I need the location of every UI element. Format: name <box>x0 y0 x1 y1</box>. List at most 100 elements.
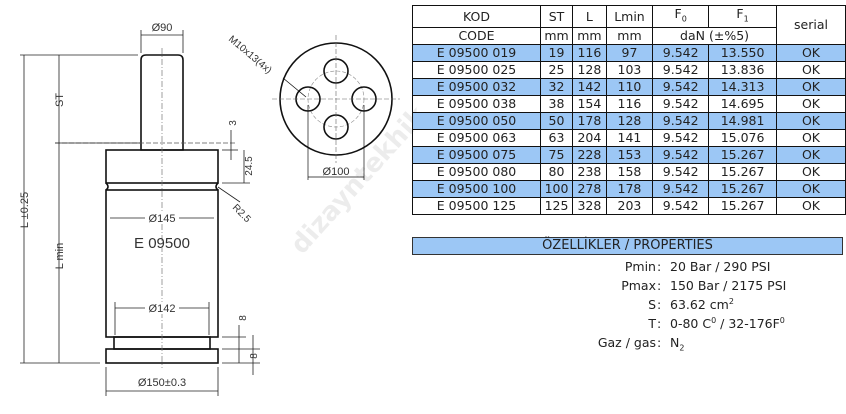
cell-st: 125 <box>540 196 573 215</box>
dim-length-min: L min <box>54 243 66 270</box>
cell-f0: 9.542 <box>652 94 710 113</box>
cell-lmin: 116 <box>605 94 654 113</box>
dim-length-total: L ±0.25 <box>19 192 31 228</box>
dim-thread: M10x13(4x) <box>226 34 274 76</box>
col-lmin: Lmin <box>605 5 654 28</box>
spec-table: KOD ST L Lmin F0 F1 serial CODE mm mm mm… <box>411 5 846 215</box>
model-label: E 09500 <box>134 235 190 252</box>
cell-lmin: 203 <box>605 196 654 215</box>
cell-serial: OK <box>775 77 846 96</box>
property-colon: : <box>657 278 662 293</box>
cell-f1: 14.695 <box>708 94 777 113</box>
cell-f0: 9.542 <box>652 196 710 215</box>
cell-code: E 09500 075 <box>411 145 542 164</box>
dim-bolt-circle: Ø100 <box>323 166 350 178</box>
cell-l: 204 <box>571 128 607 147</box>
cell-lmin: 153 <box>605 145 654 164</box>
cell-code: E 09500 050 <box>411 111 542 130</box>
cell-f1: 13.836 <box>708 60 777 79</box>
property-row: Pmin:20 Bar / 290 PSI <box>0 259 846 277</box>
cell-f1: 15.267 <box>708 196 777 215</box>
col-l: L <box>571 5 607 28</box>
cell-st: 100 <box>540 179 573 198</box>
cell-f1: 14.981 <box>708 111 777 130</box>
unit-row: CODE mm mm mm daN (±%5) <box>411 26 846 45</box>
cell-l: 228 <box>571 145 607 164</box>
unit-st: mm <box>540 26 573 45</box>
cell-l: 238 <box>571 162 607 181</box>
cell-f1: 15.267 <box>708 179 777 198</box>
property-value: 150 Bar / 2175 PSI <box>670 278 787 293</box>
property-key: Pmin <box>624 259 656 274</box>
cell-f0: 9.542 <box>652 128 710 147</box>
cell-f0: 9.542 <box>652 179 710 198</box>
cell-serial: OK <box>775 43 846 62</box>
property-value: N2 <box>670 335 685 353</box>
cell-f0: 9.542 <box>652 43 710 62</box>
cell-st: 19 <box>540 43 573 62</box>
unit-l: mm <box>571 26 607 45</box>
cell-f1: 14.313 <box>708 77 777 96</box>
dim-base-diameter: Ø142 <box>149 303 176 315</box>
cell-lmin: 97 <box>605 43 654 62</box>
property-value: 20 Bar / 290 PSI <box>670 259 771 274</box>
cell-serial: OK <box>775 94 846 113</box>
cell-l: 116 <box>571 43 607 62</box>
cell-code: E 09500 019 <box>411 43 542 62</box>
col-f0: F0 <box>652 5 710 28</box>
property-key: Gaz / gas <box>597 335 656 350</box>
dim-8-bottom: 8 <box>249 353 260 359</box>
col-code-tr: KOD <box>411 5 542 28</box>
dim-rod-diameter: Ø90 <box>152 22 173 34</box>
property-row: S:63.62 cm2 <box>0 297 846 315</box>
cell-st: 25 <box>540 60 573 79</box>
cell-code: E 09500 025 <box>411 60 542 79</box>
cell-f1: 15.267 <box>708 162 777 181</box>
header-row: KOD ST L Lmin F0 F1 serial <box>411 5 846 45</box>
property-colon: : <box>657 259 662 274</box>
property-value: 0-80 C0 / 32-176F0 <box>670 316 785 332</box>
cell-lmin: 110 <box>605 77 654 96</box>
dim-8-top: 8 <box>238 315 249 321</box>
property-key: S <box>648 297 656 312</box>
properties-header: ÖZELLİKLER / PROPERTIES <box>412 237 843 255</box>
cell-serial: OK <box>775 111 846 130</box>
cell-lmin: 178 <box>605 179 654 198</box>
cell-code: E 09500 125 <box>411 196 542 215</box>
property-colon: : <box>657 297 662 312</box>
col-st: ST <box>540 5 573 28</box>
cell-serial: OK <box>775 179 846 198</box>
cell-st: 32 <box>540 77 573 96</box>
cell-st: 38 <box>540 94 573 113</box>
dim-24-5: 24.5 <box>244 156 255 176</box>
cell-f0: 9.542 <box>652 145 710 164</box>
unit-force: daN (±%5) <box>652 26 777 45</box>
cell-f1: 15.076 <box>708 128 777 147</box>
cell-lmin: 103 <box>605 60 654 79</box>
technical-drawing: Ø90 M10x13(4x) ST 3 24.5 R2.5 L ±0.25 L … <box>19 22 400 396</box>
cell-code: E 09500 032 <box>411 77 542 96</box>
piston-rod <box>140 54 184 151</box>
property-row: Pmax:150 Bar / 2175 PSI <box>0 278 846 296</box>
property-colon: : <box>657 335 662 350</box>
cell-lmin: 158 <box>605 162 654 181</box>
cell-f1: 13.550 <box>708 43 777 62</box>
cell-f0: 9.542 <box>652 60 710 79</box>
cell-serial: OK <box>775 196 846 215</box>
cell-l: 154 <box>571 94 607 113</box>
dim-body-diameter: Ø145 <box>149 213 176 225</box>
cell-l: 128 <box>571 60 607 79</box>
cell-serial: OK <box>775 145 846 164</box>
cell-serial: OK <box>775 162 846 181</box>
cell-l: 278 <box>571 179 607 198</box>
cell-l: 328 <box>571 196 607 215</box>
dim-3: 3 <box>228 120 239 126</box>
